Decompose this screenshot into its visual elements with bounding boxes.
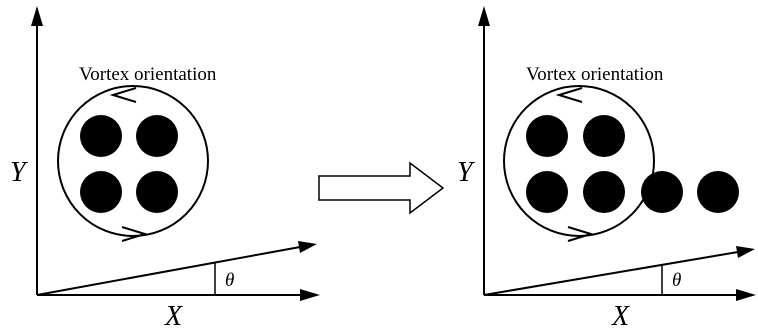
right-y-axis-arrowhead	[478, 6, 490, 26]
right-panel: Vortex orientation Y X θ	[457, 6, 756, 331]
right-tilted-axis	[483, 251, 739, 296]
right-vortex-6	[697, 171, 739, 213]
right-x-axis-label: X	[611, 301, 630, 331]
right-vortex-2	[583, 115, 625, 157]
left-vortex-2	[136, 115, 178, 157]
left-angle-label: θ	[225, 270, 234, 291]
hollow-right-arrow-icon	[318, 161, 445, 215]
left-x-axis-arrowhead	[300, 289, 320, 301]
right-vortex-4	[583, 171, 625, 213]
left-x-axis-label: X	[164, 301, 183, 331]
right-tilted-axis-arrowhead	[736, 246, 755, 258]
right-angle-label: θ	[672, 270, 681, 291]
right-top-orientation-arrow-icon	[555, 87, 583, 103]
left-tilted-axis-arrowhead	[298, 241, 317, 253]
left-y-axis-label: Y	[10, 157, 29, 188]
left-vortex-4	[136, 171, 178, 213]
right-panel-title: Vortex orientation	[526, 64, 664, 85]
right-vortex-1	[526, 115, 568, 157]
left-y-axis-arrowhead	[31, 6, 43, 26]
right-vortex-5	[641, 171, 683, 213]
right-x-axis-arrowhead	[736, 289, 756, 301]
left-tilted-axis	[36, 246, 301, 296]
right-vortex-orientation-circle	[503, 85, 655, 237]
left-vortex-3	[80, 171, 122, 213]
right-bottom-orientation-arrow-icon	[567, 226, 595, 242]
left-vortex-1	[80, 115, 122, 157]
left-vortex-orientation-circle	[57, 85, 209, 237]
right-vortex-3	[526, 171, 568, 213]
left-panel-title: Vortex orientation	[79, 64, 217, 85]
left-panel: Vortex orientation Y X θ	[10, 6, 320, 331]
right-y-axis-label: Y	[457, 157, 476, 188]
left-bottom-orientation-arrow-icon	[121, 226, 149, 242]
left-top-orientation-arrow-icon	[109, 87, 137, 103]
